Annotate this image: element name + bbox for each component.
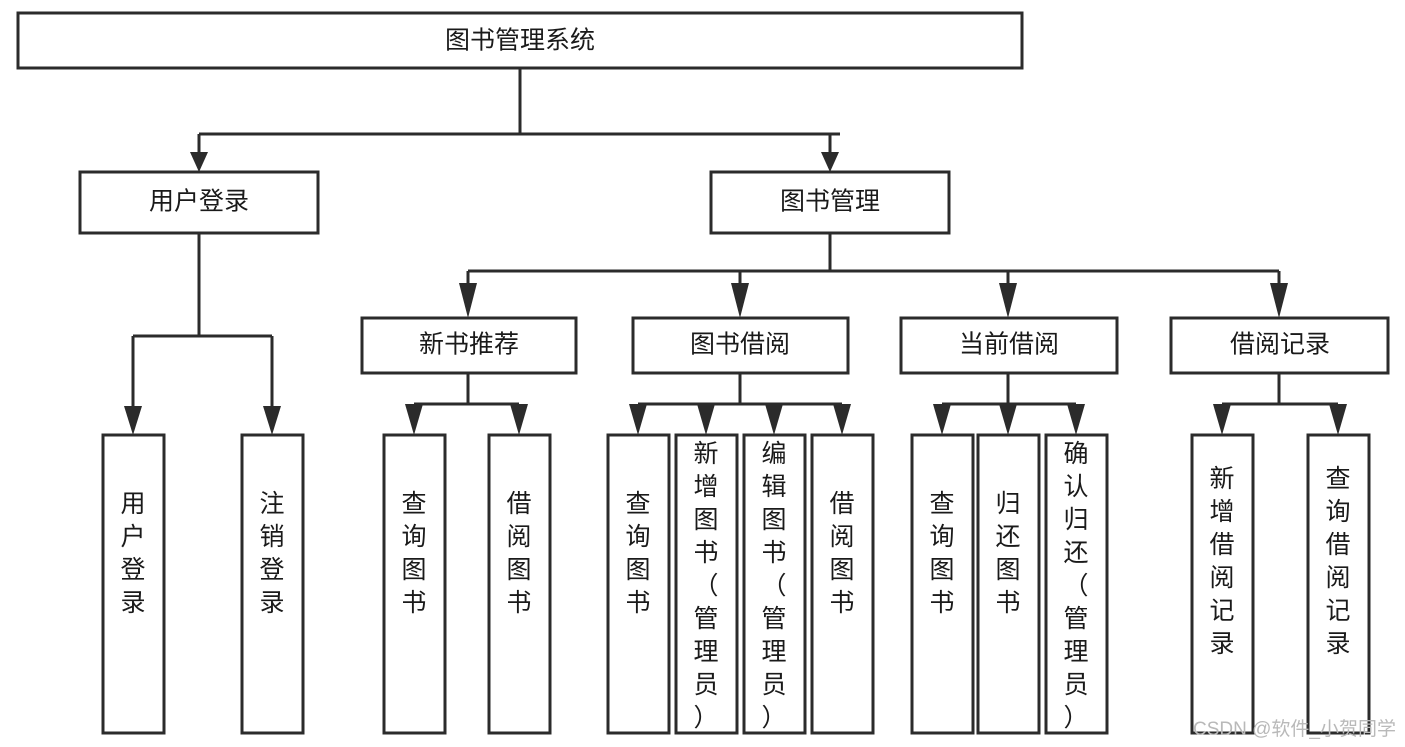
leaf-add-book[interactable]: 新增图书（管理员） bbox=[674, 433, 739, 735]
leaf-logout-login[interactable]: 注销登录 bbox=[240, 433, 305, 735]
leaf-query-book-2[interactable]: 查询图书 bbox=[606, 433, 671, 735]
leaf-return-book-box[interactable] bbox=[976, 433, 1041, 735]
arrowhead-leaf-query-book-1 bbox=[405, 404, 423, 435]
leaf-logout-login-label: 注销登录 bbox=[259, 490, 284, 617]
node-current-borrow-label: 当前借阅 bbox=[959, 331, 1059, 359]
node-book-borrow[interactable]: 图书借阅 bbox=[631, 316, 850, 375]
leaf-add-borrow-record-label: 新增借阅记录 bbox=[1209, 465, 1234, 658]
arrowhead-to-borrow-record bbox=[1270, 283, 1288, 318]
node-user-login[interactable]: 用户登录 bbox=[78, 170, 320, 235]
leaf-add-book-box[interactable] bbox=[674, 433, 739, 735]
arrowhead-leaf-borrow-book-2 bbox=[833, 404, 851, 435]
arrowhead-to-current-borrow bbox=[999, 283, 1017, 318]
edge-root-trunk bbox=[197, 68, 840, 160]
leaf-user-login-label: 用户登录 bbox=[120, 490, 145, 617]
node-new-book-recommend-box[interactable] bbox=[360, 316, 578, 375]
leaf-query-book-1-label: 查询图书 bbox=[401, 490, 426, 617]
leaf-query-borrow-record-box[interactable] bbox=[1306, 433, 1371, 735]
leaf-confirm-return-label: 确认归还（管理员） bbox=[1063, 440, 1088, 732]
arrowhead-to-user-login bbox=[190, 152, 208, 172]
edge-borrow-record-trunk bbox=[1220, 373, 1340, 412]
arrowhead-leaf-user-login bbox=[124, 406, 142, 435]
leaf-user-login[interactable]: 用户登录 bbox=[101, 433, 166, 735]
node-root-label: 图书管理系统 bbox=[445, 27, 595, 55]
node-user-login-box[interactable] bbox=[78, 170, 320, 235]
node-book-management[interactable]: 图书管理 bbox=[709, 170, 951, 235]
leaf-edit-book-box[interactable] bbox=[742, 433, 807, 735]
leaf-confirm-return[interactable]: 确认归还（管理员） bbox=[1044, 433, 1109, 735]
leaf-query-book-1-box[interactable] bbox=[382, 433, 447, 735]
node-user-login-label: 用户登录 bbox=[149, 188, 249, 216]
leaf-query-book-1[interactable]: 查询图书 bbox=[382, 433, 447, 735]
leaf-edit-book[interactable]: 编辑图书（管理员） bbox=[742, 433, 807, 735]
leaf-add-book-label: 新增图书（管理员） bbox=[693, 440, 718, 732]
leaf-borrow-book-2-box[interactable] bbox=[810, 433, 875, 735]
leaf-return-book[interactable]: 归还图书 bbox=[976, 433, 1041, 735]
arrowhead-leaf-edit-book bbox=[765, 404, 783, 435]
leaf-borrow-book-1-box[interactable] bbox=[487, 433, 552, 735]
arrowhead-leaf-add-borrow-record bbox=[1213, 404, 1231, 435]
leaf-query-book-3-label: 查询图书 bbox=[929, 490, 954, 617]
leaf-query-borrow-record-label: 查询借阅记录 bbox=[1325, 465, 1350, 658]
leaf-add-borrow-record-box[interactable] bbox=[1190, 433, 1255, 735]
node-new-book-recommend-label: 新书推荐 bbox=[419, 331, 519, 359]
leaf-query-borrow-record[interactable]: 查询借阅记录 bbox=[1306, 433, 1371, 735]
node-book-borrow-label: 图书借阅 bbox=[690, 331, 790, 359]
leaf-borrow-book-2[interactable]: 借阅图书 bbox=[810, 433, 875, 735]
arrowhead-leaf-logout-login bbox=[263, 406, 281, 435]
leaf-return-book-label: 归还图书 bbox=[995, 490, 1020, 617]
leaf-logout-login-box[interactable] bbox=[240, 433, 305, 735]
arrowhead-to-book-borrow bbox=[731, 283, 749, 318]
arrowhead-leaf-return-book bbox=[999, 404, 1017, 435]
leaf-query-book-3-box[interactable] bbox=[910, 433, 975, 735]
csdn-watermark: CSDN @软件_小贺同学 bbox=[1193, 718, 1396, 740]
leaf-edit-book-label: 编辑图书（管理员） bbox=[761, 440, 786, 732]
leaf-user-login-box[interactable] bbox=[101, 433, 166, 735]
leaf-add-borrow-record[interactable]: 新增借阅记录 bbox=[1190, 433, 1255, 735]
arrowhead-leaf-confirm-return bbox=[1067, 404, 1085, 435]
node-current-borrow-box[interactable] bbox=[899, 316, 1119, 375]
node-book-management-label: 图书管理 bbox=[780, 188, 880, 216]
leaf-borrow-book-1-label: 借阅图书 bbox=[506, 490, 531, 617]
leaf-query-book-3[interactable]: 查询图书 bbox=[910, 433, 975, 735]
arrowhead-to-new-book-recommend bbox=[459, 283, 477, 318]
arrowhead-leaf-borrow-book-1 bbox=[510, 404, 528, 435]
leaf-borrow-book-1[interactable]: 借阅图书 bbox=[487, 433, 552, 735]
leaf-query-book-2-box[interactable] bbox=[606, 433, 671, 735]
arrowhead-leaf-query-book-3 bbox=[933, 404, 951, 435]
node-book-borrow-box[interactable] bbox=[631, 316, 850, 375]
arrowhead-leaf-query-book-2 bbox=[629, 404, 647, 435]
leaf-confirm-return-box[interactable] bbox=[1044, 433, 1109, 735]
arrowhead-leaf-query-borrow-record bbox=[1329, 404, 1347, 435]
arrowhead-leaf-add-book bbox=[697, 404, 715, 435]
edge-book-borrow-trunk bbox=[636, 373, 844, 412]
node-root[interactable]: 图书管理系统 bbox=[16, 11, 1024, 70]
leaf-query-book-2-label: 查询图书 bbox=[625, 490, 650, 617]
node-current-borrow[interactable]: 当前借阅 bbox=[899, 316, 1119, 375]
node-book-management-box[interactable] bbox=[709, 170, 951, 235]
arrowhead-to-book-management bbox=[821, 152, 839, 172]
edge-user-login-trunk bbox=[131, 233, 274, 412]
node-borrow-record-box[interactable] bbox=[1169, 316, 1390, 375]
node-borrow-record[interactable]: 借阅记录 bbox=[1169, 316, 1390, 375]
node-new-book-recommend[interactable]: 新书推荐 bbox=[360, 316, 578, 375]
leaf-borrow-book-2-label: 借阅图书 bbox=[829, 490, 854, 617]
node-root-box[interactable] bbox=[16, 11, 1024, 70]
node-borrow-record-label: 借阅记录 bbox=[1230, 331, 1330, 359]
edge-new-book-recommend-trunk bbox=[412, 373, 521, 412]
edge-book-management-trunk bbox=[466, 233, 1281, 288]
connector-layer bbox=[124, 68, 1347, 435]
